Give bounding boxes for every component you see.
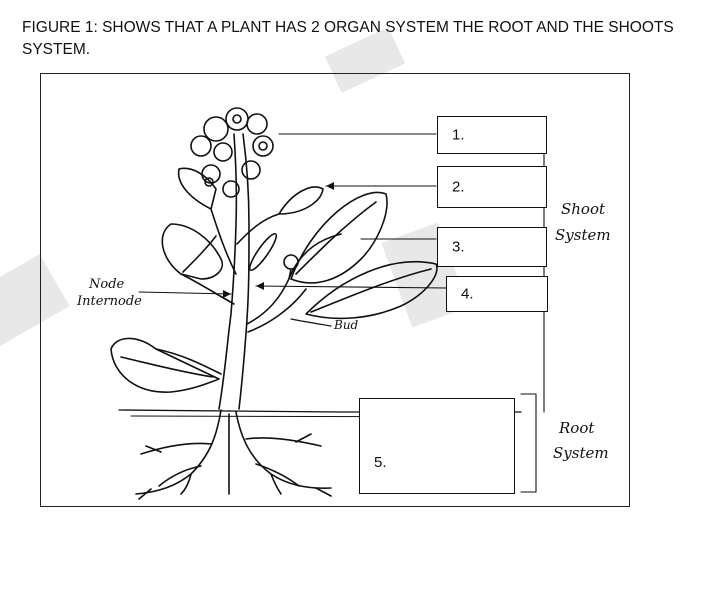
flower-cluster — [190, 107, 274, 198]
main-stem — [218, 133, 238, 410]
root-bracket — [520, 393, 537, 493]
shoot-system-label-line2: System — [555, 226, 611, 244]
leaf-upper-left — [177, 167, 217, 210]
leaf-lower-left — [110, 337, 220, 393]
shoot-system-label-line1: Shoot — [561, 200, 606, 218]
label-box-2-number: 2. — [452, 178, 465, 196]
label-box-5-number: 5. — [374, 454, 387, 471]
bud-label: Bud — [334, 318, 359, 332]
diagram-frame: 1. 2. 3. 4. 5. Node Internode Bud Shoot … — [40, 73, 630, 507]
label-box-1[interactable]: 1. — [437, 116, 547, 154]
leaf-upper-right — [290, 191, 388, 284]
internode-label: Internode — [77, 294, 142, 309]
root-system-label-line2: System — [553, 444, 609, 462]
label-box-1-number: 1. — [452, 126, 465, 144]
root-system-label-line1: Root — [559, 419, 595, 437]
label-box-4-number: 4. — [461, 285, 474, 303]
label-box-2[interactable]: 2. — [437, 166, 547, 208]
label-box-3-number: 3. — [452, 238, 465, 256]
figure-caption: FIGURE 1: SHOWS THAT A PLANT HAS 2 ORGAN… — [22, 19, 674, 58]
leaf-left-mid — [161, 223, 223, 280]
leaf-top-right — [278, 186, 324, 215]
label-box-4[interactable]: 4. — [446, 276, 548, 312]
label-box-5[interactable]: 5. — [359, 398, 515, 494]
root-system — [135, 409, 332, 500]
label-box-3[interactable]: 3. — [437, 227, 547, 267]
leaf-right — [305, 260, 438, 320]
node-label: Node — [89, 277, 125, 292]
